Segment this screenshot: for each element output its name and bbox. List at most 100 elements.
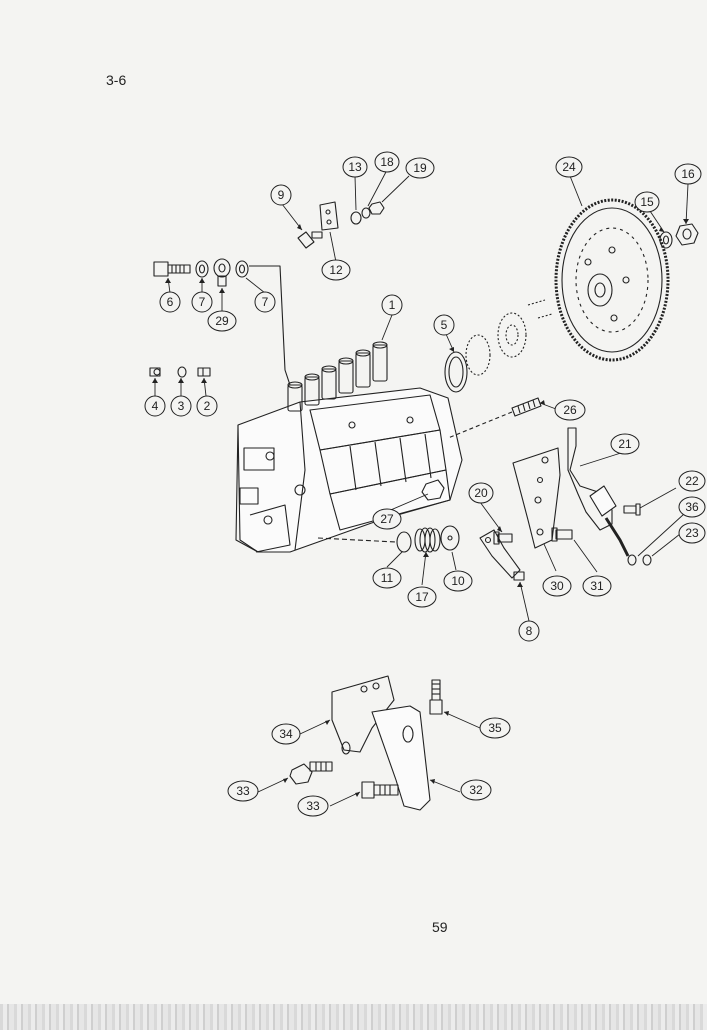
washer-7a xyxy=(195,260,209,278)
callout-11: 11 xyxy=(372,567,402,589)
callout-24: 24 xyxy=(555,156,583,178)
svg-text:36: 36 xyxy=(685,500,699,514)
callout-27: 27 xyxy=(372,508,402,530)
callout-13: 13 xyxy=(342,156,368,178)
svg-text:24: 24 xyxy=(562,160,576,174)
callout-36: 36 xyxy=(678,496,706,518)
callout-20: 20 xyxy=(468,482,494,504)
callout-21: 21 xyxy=(610,433,640,455)
svg-text:11: 11 xyxy=(381,571,394,585)
svg-text:16: 16 xyxy=(681,167,695,181)
callout-2: 2 xyxy=(196,395,218,417)
svg-text:6: 6 xyxy=(167,295,174,309)
callout-8: 8 xyxy=(518,620,540,642)
svg-text:8: 8 xyxy=(526,624,533,638)
callout-9: 9 xyxy=(270,184,292,206)
bolt-33b xyxy=(361,781,399,799)
bolt-35 xyxy=(429,679,443,715)
svg-text:34: 34 xyxy=(279,727,293,741)
callout-7b: 7 xyxy=(254,291,276,313)
svg-text:1: 1 xyxy=(389,298,396,312)
svg-text:23: 23 xyxy=(685,526,699,540)
svg-text:7: 7 xyxy=(262,295,269,309)
svg-text:5: 5 xyxy=(441,318,448,332)
callout-22: 22 xyxy=(678,470,706,492)
bleeder-screw-2 xyxy=(197,367,211,377)
nut-19 xyxy=(368,201,385,215)
svg-text:7: 7 xyxy=(199,295,206,309)
bleeder-screw-4 xyxy=(149,367,161,377)
svg-text:17: 17 xyxy=(415,590,429,604)
screw-31 xyxy=(551,527,573,542)
scan-edge-band xyxy=(0,1004,707,1030)
svg-text:31: 31 xyxy=(590,579,604,593)
bracket-34 xyxy=(331,675,395,755)
callout-33b: 33 xyxy=(297,795,329,817)
svg-text:12: 12 xyxy=(329,263,343,277)
svg-text:18: 18 xyxy=(380,155,394,169)
callout-34: 34 xyxy=(271,723,301,745)
leader-lines xyxy=(154,169,689,807)
svg-text:33: 33 xyxy=(236,784,250,798)
stud-26 xyxy=(447,397,542,439)
callout-16: 16 xyxy=(674,163,702,185)
bracket-32 xyxy=(371,705,431,811)
callout-18: 18 xyxy=(374,151,400,173)
svg-text:4: 4 xyxy=(152,399,159,413)
stop-lever-8 xyxy=(479,529,525,581)
banjo-fitting-29 xyxy=(213,258,231,287)
washer-3 xyxy=(177,366,187,378)
nut-16 xyxy=(675,223,699,246)
callout-4: 4 xyxy=(144,395,166,417)
svg-text:3: 3 xyxy=(178,399,185,413)
drive-coupling xyxy=(465,299,553,376)
callout-17: 17 xyxy=(407,586,437,608)
callout-3: 3 xyxy=(170,395,192,417)
screw-22 xyxy=(623,503,641,516)
callouts: 1 2 3 4 5 6 7 7 8 9 10 11 12 13 15 16 17… xyxy=(144,151,706,817)
o-ring-5 xyxy=(444,351,468,393)
washer-13 xyxy=(350,211,362,225)
callout-7a: 7 xyxy=(191,291,213,313)
svg-text:27: 27 xyxy=(380,512,394,526)
callout-35: 35 xyxy=(479,717,511,739)
nut-23 xyxy=(642,554,652,566)
svg-text:19: 19 xyxy=(413,161,427,175)
page-number: 59 xyxy=(432,919,448,935)
washer-15 xyxy=(659,231,673,249)
washer-18 xyxy=(361,207,371,219)
o-ring-11 xyxy=(396,531,412,553)
callout-23: 23 xyxy=(678,522,706,544)
washer-7b xyxy=(235,260,249,278)
svg-text:10: 10 xyxy=(451,574,465,588)
callout-5: 5 xyxy=(433,314,455,336)
callout-30: 30 xyxy=(542,575,572,597)
callout-6: 6 xyxy=(159,291,181,313)
stop-bracket-30 xyxy=(512,447,561,549)
svg-text:35: 35 xyxy=(488,721,502,735)
section-label: 3-6 xyxy=(106,72,127,88)
callout-19: 19 xyxy=(405,157,435,179)
drive-gear-24 xyxy=(554,198,670,362)
callout-15: 15 xyxy=(634,191,660,213)
bolt-33a xyxy=(289,761,333,785)
spring-17 xyxy=(414,527,441,553)
cap-10 xyxy=(440,525,460,551)
callout-10: 10 xyxy=(443,570,473,592)
callout-29: 29 xyxy=(207,310,237,332)
svg-text:9: 9 xyxy=(278,188,285,202)
svg-text:26: 26 xyxy=(563,403,577,417)
bolt-9 xyxy=(297,231,323,249)
svg-text:33: 33 xyxy=(306,799,320,813)
washer-36 xyxy=(627,554,637,566)
lever-clamp-12 xyxy=(319,201,339,231)
svg-text:32: 32 xyxy=(469,783,483,797)
callout-1: 1 xyxy=(381,294,403,316)
plug-27 xyxy=(421,479,445,501)
svg-text:15: 15 xyxy=(640,195,654,209)
svg-text:20: 20 xyxy=(474,486,488,500)
callout-33a: 33 xyxy=(227,780,259,802)
svg-text:29: 29 xyxy=(215,314,229,328)
